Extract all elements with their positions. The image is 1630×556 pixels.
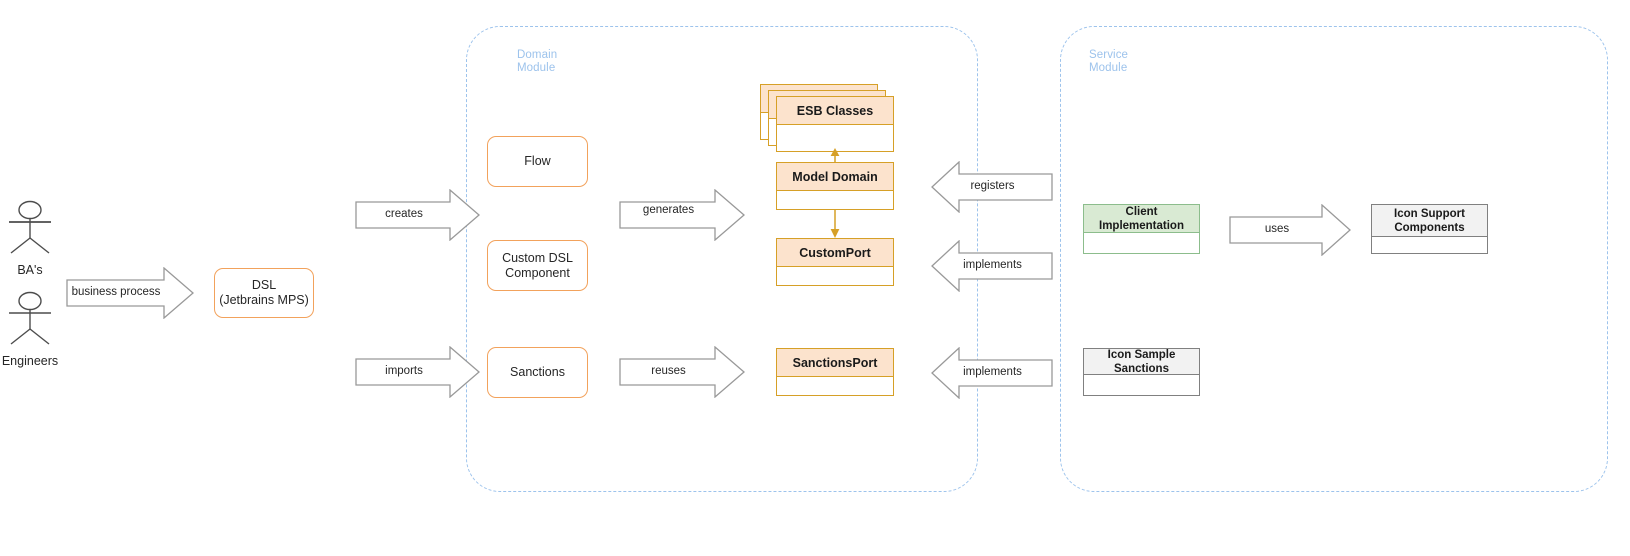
uml-class-sanctions-port[interactable]: SanctionsPort	[776, 348, 894, 396]
uml-class-icon-support-components[interactable]: Icon Support Components	[1371, 204, 1488, 254]
uml-header-sanctions-port: SanctionsPort	[777, 349, 893, 377]
uml-header-esb-classes: ESB Classes	[777, 97, 893, 125]
uml-class-client-implementation[interactable]: Client Implementation	[1083, 204, 1200, 254]
arrow-creates	[355, 188, 480, 246]
node-dsl[interactable]: DSL (Jetbrains MPS)	[214, 268, 314, 318]
uml-class-esb-classes[interactable]: ESB Classes	[776, 96, 894, 152]
arrow-reuses	[619, 345, 745, 403]
module-container-service	[1060, 26, 1608, 492]
arrow-label-implements-sanctions: implements	[963, 366, 1022, 378]
arrow-registers	[931, 160, 1053, 218]
actor-label-bas: BA's	[17, 263, 43, 277]
arrow-label-implements-port: implements	[963, 259, 1022, 271]
module-label-service: Service Module	[1089, 49, 1129, 74]
arrow-business-process	[66, 266, 194, 324]
uml-body-client-implementation	[1084, 233, 1199, 253]
uml-header-icon-support-components: Icon Support Components	[1372, 205, 1487, 237]
arrow-label-uses: uses	[1264, 223, 1290, 235]
node-sanctions[interactable]: Sanctions	[487, 347, 588, 398]
arrow-implements-port	[931, 239, 1053, 297]
arrow-implements-sanctions	[931, 346, 1053, 404]
uml-header-model-domain: Model Domain	[777, 163, 893, 191]
relation-arrow-model-domain-to-custom-port	[830, 210, 840, 238]
uml-body-custom-port	[777, 267, 893, 285]
uml-body-icon-sample-sanctions	[1084, 375, 1199, 395]
uml-class-icon-sample-sanctions[interactable]: Icon Sample Sanctions	[1083, 348, 1200, 396]
uml-body-icon-support-components	[1372, 237, 1487, 253]
arrow-label-creates: creates	[385, 208, 423, 220]
uml-header-custom-port: CustomPort	[777, 239, 893, 267]
uml-body-sanctions-port	[777, 377, 893, 395]
arrow-uses	[1229, 203, 1351, 261]
arrow-label-generates: generates	[642, 204, 695, 216]
arrow-label-imports: imports	[385, 365, 423, 377]
arrow-label-reuses: reuses	[651, 365, 686, 377]
arrow-label-business-process: business process	[71, 286, 161, 298]
uml-header-client-implementation: Client Implementation	[1084, 205, 1199, 233]
uml-class-custom-port[interactable]: CustomPort	[776, 238, 894, 286]
actor-label-engineers: Engineers	[1, 354, 59, 368]
uml-body-model-domain	[777, 191, 893, 209]
actor-stick-figure-icon-bas	[9, 200, 51, 254]
module-label-domain: Domain Module	[517, 49, 558, 74]
actor-stick-figure-icon-engineers	[9, 291, 51, 345]
uml-header-icon-sample-sanctions: Icon Sample Sanctions	[1084, 349, 1199, 375]
arrow-generates	[619, 188, 745, 246]
node-custom-dsl-component[interactable]: Custom DSL Component	[487, 240, 588, 291]
uml-class-model-domain[interactable]: Model Domain	[776, 162, 894, 210]
arrow-label-registers: registers	[970, 180, 1015, 192]
node-flow[interactable]: Flow	[487, 136, 588, 187]
arrow-imports	[355, 345, 480, 403]
